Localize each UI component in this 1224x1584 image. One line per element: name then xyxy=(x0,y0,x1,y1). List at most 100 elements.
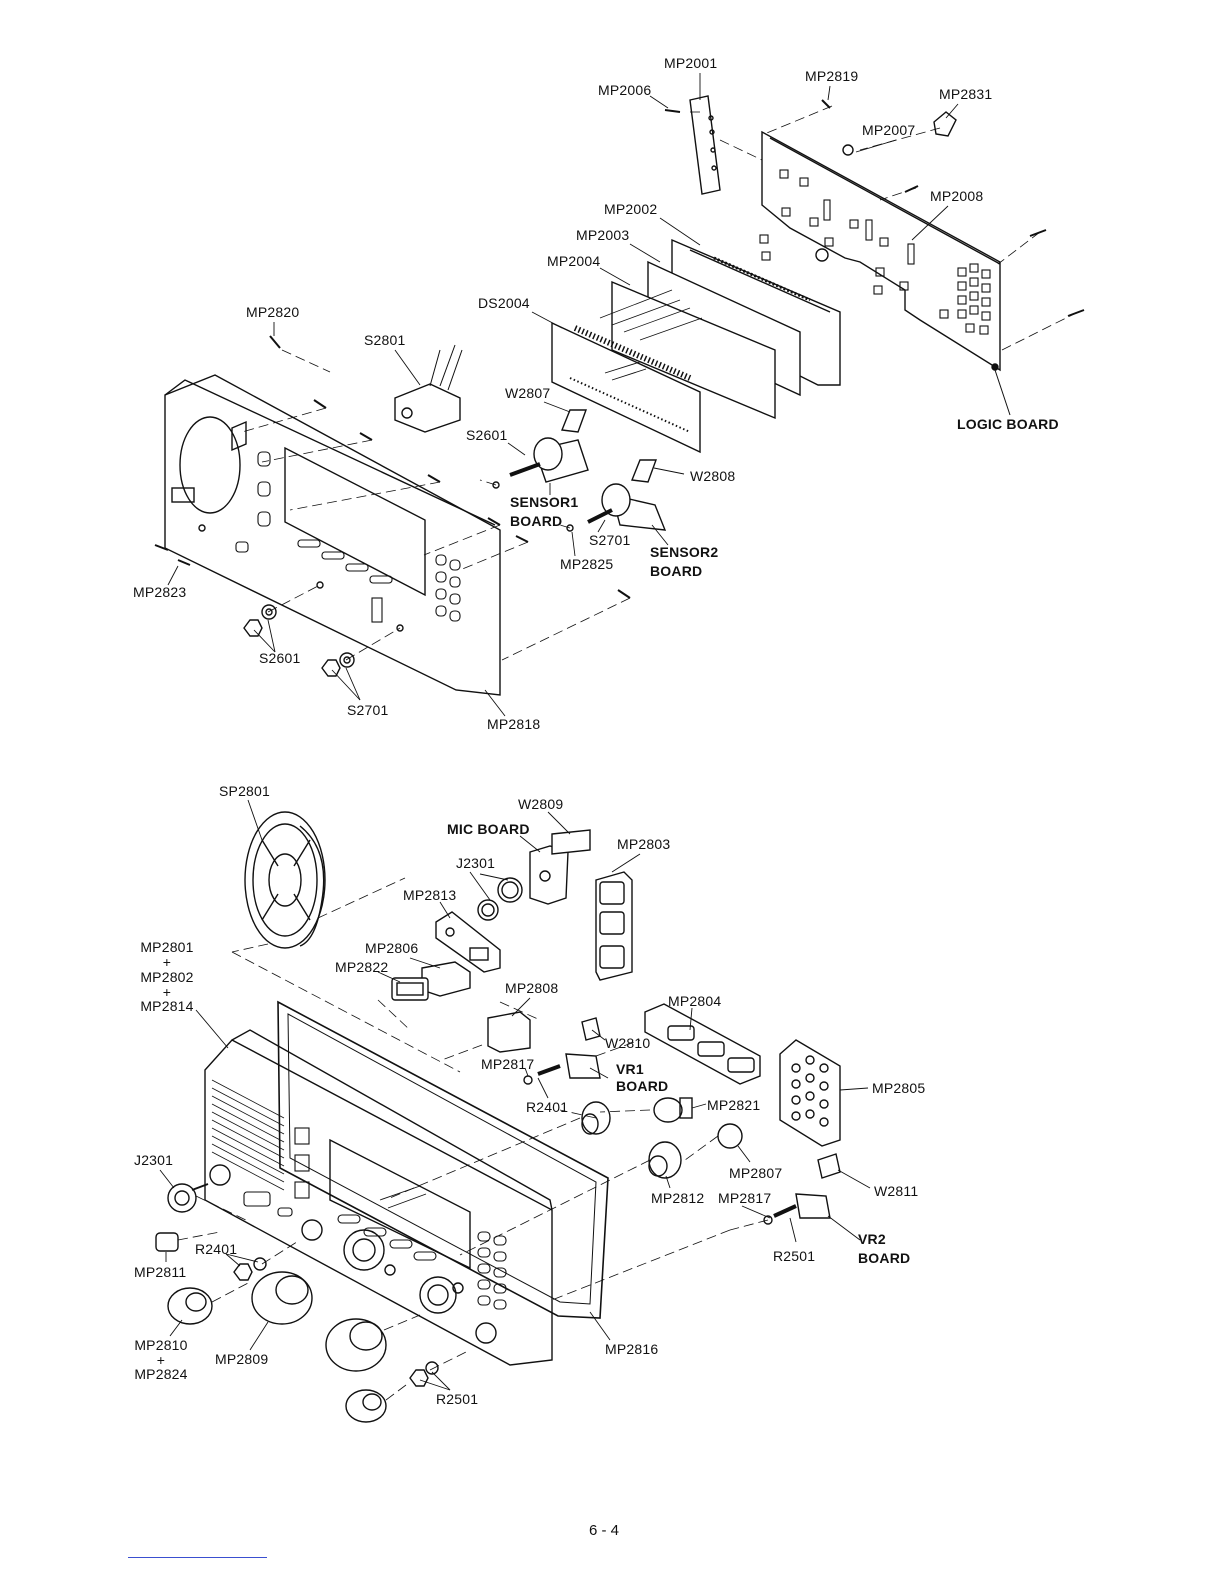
mp2812-knob xyxy=(648,1141,682,1179)
vr2-board xyxy=(763,1193,831,1225)
label-s2601: S2601 xyxy=(259,650,301,666)
screws-top xyxy=(154,99,1085,599)
label-sensor2: SENSOR2 xyxy=(650,544,719,560)
label-r2501-right: R2501 xyxy=(773,1248,816,1264)
mp2831-knob xyxy=(933,111,957,137)
ribbon-w2809 xyxy=(551,829,591,855)
label-s2601-top: S2601 xyxy=(466,427,508,443)
label-sp2801: SP2801 xyxy=(219,783,271,799)
mp2822-frame xyxy=(391,977,429,1001)
label-j2301: J2301 xyxy=(134,1152,174,1168)
ribbon-w2811 xyxy=(817,1153,841,1179)
label-mp2818: MP2818 xyxy=(487,716,541,732)
mp2804-bar xyxy=(644,1003,761,1085)
label-mp2008: MP2008 xyxy=(930,188,984,204)
small-knob-bottom xyxy=(345,1389,387,1423)
label-sensor2-board: BOARD xyxy=(650,563,703,579)
mp2805-keypad xyxy=(779,1039,841,1147)
label-j2301-top: J2301 xyxy=(456,855,496,871)
label-w2810: W2810 xyxy=(605,1035,651,1051)
label-mp2813: MP2813 xyxy=(403,887,457,903)
j2301-jack xyxy=(167,1183,209,1213)
label-mp2821: MP2821 xyxy=(707,1097,761,1113)
mp2813-plate xyxy=(435,911,501,973)
sensor2-board xyxy=(587,483,667,531)
label-mp2831: MP2831 xyxy=(939,86,993,102)
r2401-nut xyxy=(233,1257,267,1281)
label-mp2819: MP2819 xyxy=(805,68,859,84)
label-w2807: W2807 xyxy=(505,385,551,401)
dashed-assembly-lines-bottom xyxy=(177,877,769,1401)
mic-board xyxy=(529,845,569,905)
label-mic-board: MIC BOARD xyxy=(447,821,530,837)
r2501-nut xyxy=(409,1361,439,1387)
label-mp2820: MP2820 xyxy=(246,304,300,320)
ribbon-lines xyxy=(599,289,703,341)
label-mp2814: MP2814 xyxy=(140,998,194,1014)
label-mp2804: MP2804 xyxy=(668,993,722,1009)
label-vr2-board: BOARD xyxy=(858,1250,911,1266)
label-w2808: W2808 xyxy=(690,468,736,484)
label-mp2006: MP2006 xyxy=(598,82,652,98)
label-r2401: R2401 xyxy=(195,1241,238,1257)
footer-rule xyxy=(128,1557,267,1558)
label-mp2004: MP2004 xyxy=(547,253,601,269)
label-s2801: S2801 xyxy=(364,332,406,348)
label-vr1: VR1 xyxy=(616,1061,644,1077)
label-ds2004: DS2004 xyxy=(478,295,530,311)
label-mp2824: MP2824 xyxy=(134,1366,188,1382)
label-mp2817: MP2817 xyxy=(481,1056,535,1072)
label-sensor1-board: BOARD xyxy=(510,513,563,529)
label-r2401-top: R2401 xyxy=(526,1099,569,1115)
label-mp2007: MP2007 xyxy=(862,122,916,138)
large-knob-2 xyxy=(325,1318,387,1372)
sensor1-board xyxy=(509,437,589,483)
label-mp2816: MP2816 xyxy=(605,1341,659,1357)
label-mp2806: MP2806 xyxy=(365,940,419,956)
label-plus-1: + xyxy=(162,954,172,970)
ribbon-w2810 xyxy=(581,1017,601,1041)
label-mp2822: MP2822 xyxy=(335,959,389,975)
panel-mp2004 xyxy=(611,280,776,420)
label-vr1-board: BOARD xyxy=(616,1078,669,1094)
label-mp2808: MP2808 xyxy=(505,980,559,996)
frame-mp2816 xyxy=(277,1000,609,1319)
label-mp2825: MP2825 xyxy=(560,556,614,572)
front-panel xyxy=(204,1029,553,1366)
label-mp2823: MP2823 xyxy=(133,584,187,600)
label-r2501: R2501 xyxy=(436,1391,479,1407)
dashed-assembly-lines-top xyxy=(241,105,1079,661)
label-mp2811: MP2811 xyxy=(134,1264,187,1280)
speaker-sp2801 xyxy=(244,811,326,949)
bottom-parts xyxy=(155,829,841,1423)
leader-lines-bottom xyxy=(159,799,871,1391)
ribbon-w2807 xyxy=(561,409,587,433)
mp2811-cap xyxy=(155,1232,179,1252)
logic-board-keypad xyxy=(957,263,991,335)
mp2007-nut xyxy=(842,144,854,156)
leader-lines-top xyxy=(167,73,959,717)
label-s2701: S2701 xyxy=(347,702,389,718)
label-logic-board: LOGIC BOARD xyxy=(957,416,1059,432)
label-plus-2: + xyxy=(162,984,172,1000)
label-sensor1: SENSOR1 xyxy=(510,494,579,510)
label-mp2810: MP2810 xyxy=(134,1337,188,1353)
label-mp2802: MP2802 xyxy=(140,969,194,985)
label-vr2: VR2 xyxy=(858,1231,886,1247)
label-mp2801: MP2801 xyxy=(140,939,194,955)
nuts-washers-top xyxy=(243,481,574,677)
label-mp2807: MP2807 xyxy=(729,1165,783,1181)
label-mp2803: MP2803 xyxy=(617,836,671,852)
j2301-ring xyxy=(477,877,523,921)
lcd-ds2004 xyxy=(551,321,701,454)
label-mp2001: MP2001 xyxy=(664,55,718,71)
mp2806-button xyxy=(421,961,471,997)
mp2809-knob xyxy=(251,1271,313,1325)
mp2808-button xyxy=(487,1011,531,1053)
mp2821-knob xyxy=(653,1097,693,1123)
page-number: 6 - 4 xyxy=(589,1522,620,1539)
label-mp2809: MP2809 xyxy=(215,1351,269,1367)
switch-s2801 xyxy=(394,344,463,433)
mp2810-knob xyxy=(167,1287,213,1325)
